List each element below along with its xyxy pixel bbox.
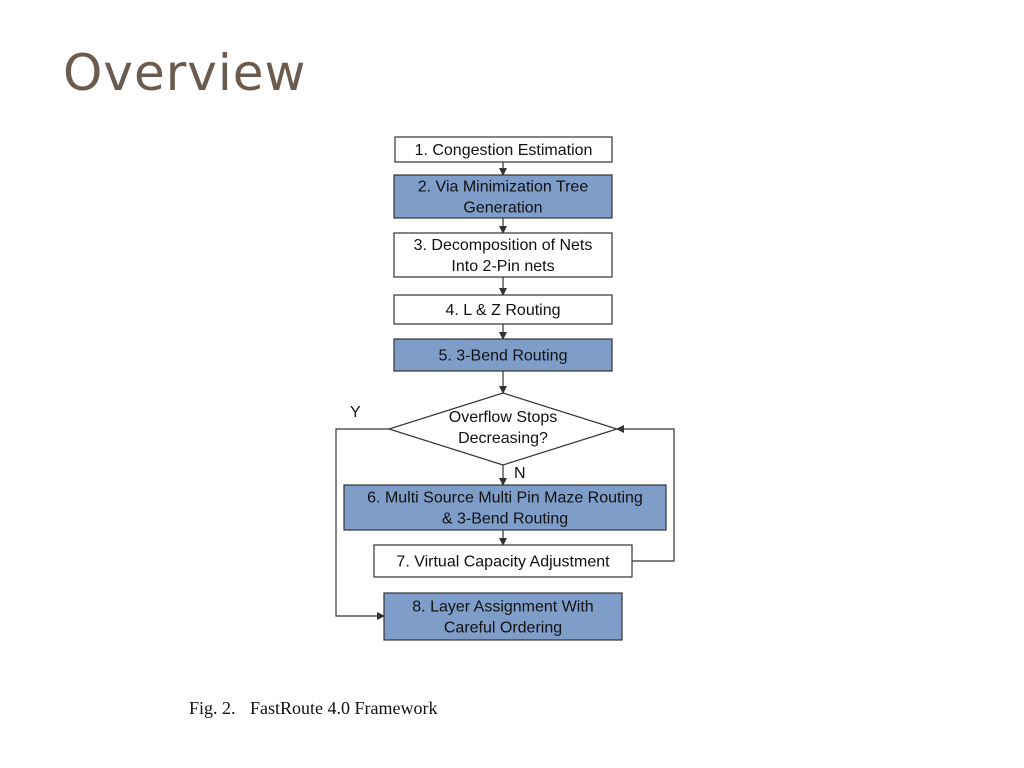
flow-step-4: 4. L & Z Routing xyxy=(393,294,613,325)
flow-step-box xyxy=(393,294,613,325)
flow-step-box xyxy=(383,592,623,641)
yes-branch-label: Y xyxy=(350,404,361,421)
flow-step-label: Into 2-Pin nets xyxy=(451,258,554,275)
flow-step-label: 6. Multi Source Multi Pin Maze Routing xyxy=(367,490,643,507)
flow-step-label: 3. Decomposition of Nets xyxy=(414,237,593,254)
flow-step-box xyxy=(343,484,667,531)
decision-label: Decreasing? xyxy=(458,430,548,447)
flow-step-box xyxy=(393,232,613,278)
flow-step-box xyxy=(394,136,613,163)
flow-step-box xyxy=(393,338,613,372)
figure-caption-text: FastRoute 4.0 Framework xyxy=(250,698,438,718)
flow-step-7: 7. Virtual Capacity Adjustment xyxy=(373,544,633,578)
flow-step-label: Careful Ordering xyxy=(444,620,562,637)
no-branch-label: N xyxy=(514,465,526,482)
arrow-yes-to-8 xyxy=(335,428,389,620)
flow-step-label: 8. Layer Assignment With xyxy=(412,599,593,616)
flow-step-label: 1. Congestion Estimation xyxy=(415,142,593,159)
flow-step-6: 6. Multi Source Multi Pin Maze Routing & … xyxy=(343,484,667,531)
slide-title: Overview xyxy=(63,44,307,102)
figure-number: Fig. 2. xyxy=(189,698,236,718)
flow-step-label: 4. L & Z Routing xyxy=(445,302,560,319)
flow-step-label: & 3-Bend Routing xyxy=(442,511,568,528)
decision-label: Overflow Stops xyxy=(449,409,557,426)
flow-step-box xyxy=(373,544,633,578)
flow-step-1: 1. Congestion Estimation xyxy=(394,136,613,163)
flow-step-5: 5. 3-Bend Routing xyxy=(393,338,613,372)
arrow-7-loop-to-decision xyxy=(616,425,675,562)
figure-caption: Fig. 2. FastRoute 4.0 Framework xyxy=(189,698,438,719)
flow-step-label: 7. Virtual Capacity Adjustment xyxy=(396,554,610,571)
flow-step-label: 2. Via Minimization Tree xyxy=(418,179,589,196)
flow-step-label: 5. 3-Bend Routing xyxy=(439,348,568,365)
decision-diamond xyxy=(387,392,619,466)
flow-step-box xyxy=(393,174,613,219)
flow-step-label: Generation xyxy=(463,200,542,217)
